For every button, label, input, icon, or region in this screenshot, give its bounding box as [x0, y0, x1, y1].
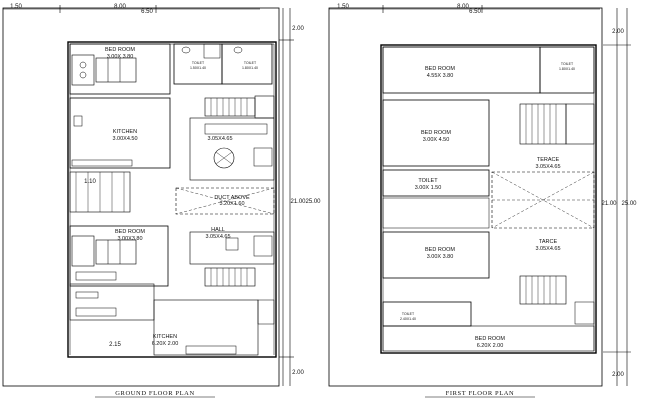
- first-dim-side-mid2: 25.00: [621, 201, 637, 207]
- first-toilet-2: [382, 169, 490, 197]
- first-toilet3-size: 2.40X1.40: [400, 317, 416, 321]
- ground-hall-name: HALL: [211, 227, 225, 233]
- ground-toilet1-size: 1.50X1.40: [190, 66, 206, 70]
- first-bed3-name: BED ROOM: [425, 247, 455, 253]
- ground-dim-side-mid2: 25.00: [305, 199, 321, 205]
- ground-dim-top-b: 8.00: [114, 4, 126, 10]
- staircase-lower: [204, 267, 256, 287]
- first-bed4-size: 6.20X 2.00: [477, 343, 504, 349]
- ground-living: [189, 117, 275, 181]
- duct-above: [175, 187, 275, 215]
- first-dim-side-bot: 2.00: [612, 372, 624, 378]
- first-bed1-size: 4.55X 3.80: [427, 73, 454, 79]
- first-terace-size: 3.05X4.65: [535, 164, 560, 170]
- first-bed4-name: BED ROOM: [475, 336, 505, 342]
- first-bedroom-2: [382, 99, 490, 167]
- wardrobe-icon: [95, 239, 137, 265]
- first-toilet3-name: TOILET: [402, 312, 415, 316]
- ground-dim-left: 1.10: [84, 179, 96, 185]
- sofa-icon: [253, 147, 273, 167]
- ground-toilet2-size: 1.80X1.40: [242, 66, 258, 70]
- first-outer-wall: [380, 44, 597, 354]
- ground-toilet-lower: [69, 283, 155, 321]
- ground-toilet-2: [221, 43, 273, 85]
- first-terace-name: TERACE: [537, 157, 560, 163]
- ground-bedroom-2: [69, 225, 169, 287]
- ground-bed2-size: 3.00X3.80: [117, 236, 142, 242]
- ground-bed1-name: BED ROOM: [105, 47, 135, 53]
- first-sheet-frame: [328, 7, 603, 387]
- dining-table-icon: [213, 147, 235, 169]
- ground-bed1-size: 3.00X 3.80: [107, 54, 134, 60]
- ground-living-size: 3.05X4.65: [207, 136, 232, 142]
- first-staircase-lower: [519, 275, 567, 305]
- first-toilet-3: [382, 301, 472, 327]
- first-floor-plan: [328, 5, 631, 387]
- ground-kitchen2-size: 6.20X 2.00: [152, 341, 179, 347]
- first-toilet-1: [539, 46, 595, 94]
- ground-sheet-frame: [2, 7, 280, 387]
- first-toilet2-name: TOILET: [418, 178, 438, 184]
- sofa-icon: [253, 235, 273, 257]
- ground-dim-top-c: 6.50: [141, 9, 153, 15]
- ground-bed2-name: BED ROOM: [115, 229, 145, 235]
- first-dim-side-top: 2.00: [612, 29, 624, 35]
- first-bed2-size: 3.00X 4.50: [423, 137, 450, 143]
- staircase-upper: [204, 97, 256, 117]
- ground-kitchen-size: 3.00X4.50: [112, 136, 137, 142]
- wc-icon: [181, 46, 191, 54]
- ground-dim-bottom-left: 2.15: [109, 342, 121, 348]
- first-bed1-name: BED ROOM: [425, 66, 455, 72]
- first-bedroom-1: [382, 46, 541, 94]
- ground-hall: [189, 231, 275, 265]
- ground-kitchen-2: [153, 299, 259, 356]
- ground-toilet1-name: TOILET: [192, 61, 205, 65]
- ground-bedroom-1: [69, 43, 171, 95]
- first-dim-top-b: 8.00: [457, 4, 469, 10]
- first-floor-caption: FIRST FLOOR PLAN: [446, 390, 515, 397]
- first-toilet1-name: TOILET: [561, 62, 574, 66]
- ground-floor-plan: [2, 5, 294, 387]
- first-toilet1-size: 1.80X1.40: [559, 67, 575, 71]
- first-dim-side-mid: 21.00: [601, 201, 617, 207]
- first-dim-top-c: 6.50: [469, 9, 481, 15]
- ground-dim-top-a: 1.50: [10, 4, 22, 10]
- ground-kitchen: [69, 97, 171, 169]
- ground-kitchen-name: KITCHEN: [113, 129, 137, 135]
- bed-icon: [71, 235, 95, 267]
- kitchen-counter: [71, 159, 133, 167]
- wardrobe-icon: [95, 57, 137, 83]
- wc-icon: [233, 46, 243, 54]
- first-bed3-size: 3.00X 3.80: [427, 254, 454, 260]
- first-tarce-size: 3.05X4.65: [535, 246, 560, 252]
- ground-hall-size: 3.05X4.65: [205, 234, 230, 240]
- first-dim-top-a: 1.50: [337, 4, 349, 10]
- first-bed2-name: BED ROOM: [421, 130, 451, 136]
- ground-toilet2-name: TOILET: [244, 61, 257, 65]
- ground-floor-caption: GROUND FLOOR PLAN: [115, 390, 195, 397]
- first-bedroom-3: [382, 231, 490, 279]
- ground-outer-wall: [67, 41, 277, 358]
- first-tarce-name: TARCE: [539, 239, 558, 245]
- ground-dim-side-mid: 21.00: [290, 199, 306, 205]
- ground-duct-size: 3.20X1.60: [219, 201, 244, 207]
- first-staircase: [519, 103, 567, 145]
- ground-dim-side-top: 2.00: [292, 26, 304, 32]
- ground-dim-side-bot: 2.00: [292, 370, 304, 376]
- first-toilet2-size: 3.00X 1.50: [415, 185, 442, 191]
- ground-kitchen2-name: KITCHEN: [153, 334, 177, 340]
- ground-duct-name: DUCT ABOVE: [214, 195, 250, 201]
- first-bedroom-4: [382, 325, 595, 352]
- bed-icon: [71, 54, 95, 86]
